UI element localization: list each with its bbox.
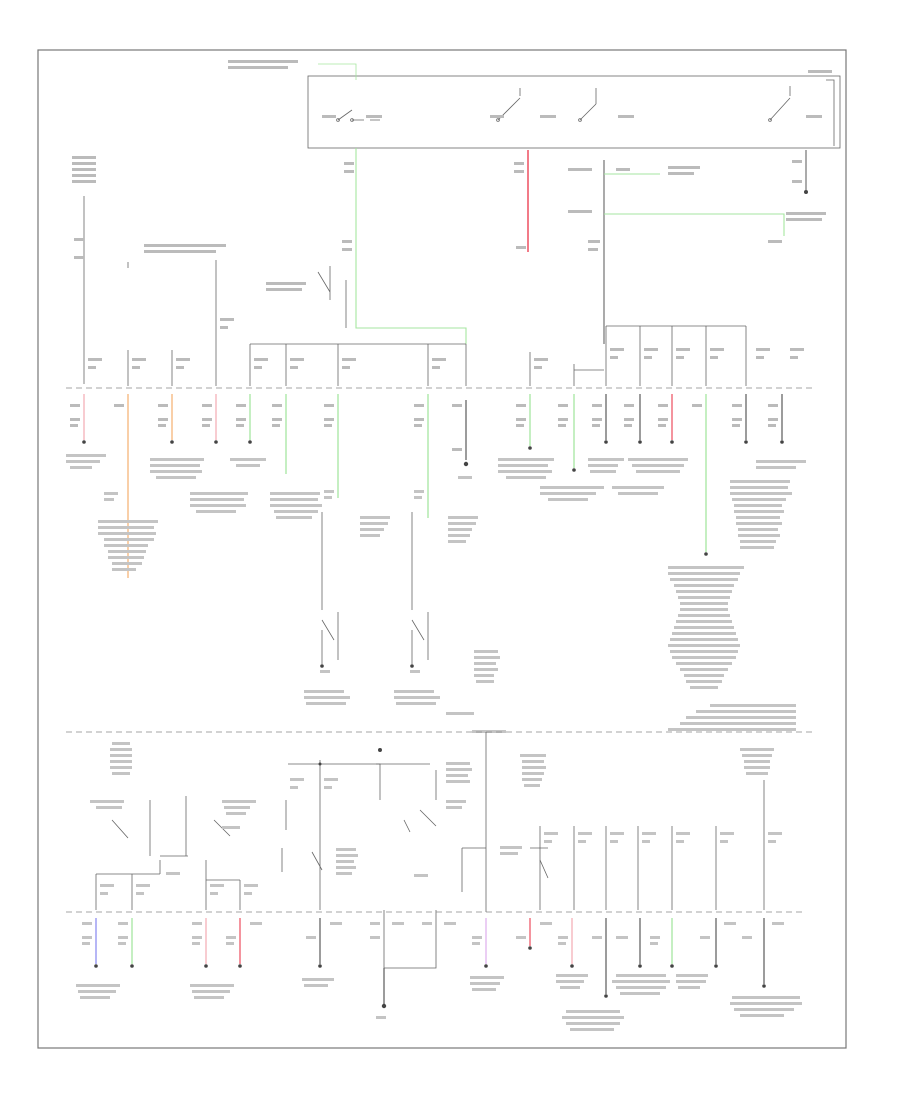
top-feeds xyxy=(355,148,807,344)
upper-fuse-bus xyxy=(127,325,747,386)
lower-destination-labels xyxy=(76,922,802,1031)
lower-ground-dots xyxy=(94,946,766,1009)
center-connector-labels xyxy=(446,650,796,733)
upper-output-wires xyxy=(83,394,783,578)
ground-dot-top-right xyxy=(804,190,808,194)
lower-output-wires xyxy=(95,918,765,1004)
upper-ground-dots xyxy=(82,440,784,556)
middle-switch-labels xyxy=(304,490,440,705)
top-fuse-block xyxy=(307,63,841,149)
top-block-labels xyxy=(228,60,832,118)
lower-circuit-lines xyxy=(95,732,765,969)
relay-junction-dot-2 xyxy=(318,762,322,766)
upper-left-labels xyxy=(72,156,352,291)
diagram-frame xyxy=(37,49,847,1049)
upper-fuse-labels xyxy=(88,318,804,369)
ignition-switch-upper xyxy=(83,196,347,386)
upper-output-labels xyxy=(70,404,778,451)
upper-destination-blocks xyxy=(66,454,806,689)
lower-labels xyxy=(90,742,782,895)
top-feed-labels xyxy=(344,160,826,251)
relay-junction-dot xyxy=(378,748,382,752)
middle-switch-circuits xyxy=(321,512,429,664)
middle-switch-dots xyxy=(320,664,414,668)
